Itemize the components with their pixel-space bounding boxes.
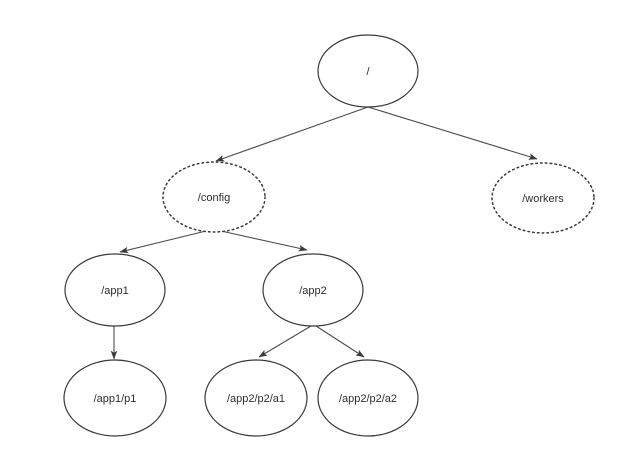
node-root: /	[317, 34, 419, 108]
node-app2-p2-a1-ellipse	[204, 359, 308, 437]
node-app2-p2-a1-label: /app2/p2/a1	[227, 393, 285, 405]
node-app2-p2-a2-ellipse	[317, 359, 419, 437]
edge-config-to-app1	[119, 230, 207, 254]
node-config-label: /config	[198, 192, 230, 204]
node-root-label: /	[366, 66, 370, 78]
node-root-ellipse	[317, 34, 419, 108]
node-app1-label: /app1	[101, 285, 129, 297]
node-app1: /app1	[64, 253, 166, 327]
node-app2-ellipse	[262, 253, 364, 327]
node-app2-p2-a2-label: /app2/p2/a2	[339, 393, 397, 405]
node-workers-label: /workers	[522, 193, 564, 205]
node-config: /config	[162, 161, 266, 233]
node-app2-p2-a2: /app2/p2/a2	[317, 359, 419, 437]
edge-root-to-workers	[367, 106, 538, 160]
node-app2: /app2	[262, 253, 364, 327]
node-config-ellipse	[162, 161, 266, 233]
edge-app2-to-app2-p2-a2	[315, 325, 365, 358]
node-app1-p1-label: /app1/p1	[94, 393, 137, 405]
node-app1-ellipse	[64, 253, 166, 327]
node-app2-label: /app2	[299, 285, 327, 297]
edge-root-to-config	[215, 106, 369, 162]
node-workers-ellipse	[491, 162, 595, 234]
edge-config-to-app2	[220, 230, 308, 252]
node-app1-p1-ellipse	[63, 359, 167, 437]
edges-layer	[110, 106, 538, 360]
node-workers: /workers	[491, 162, 595, 234]
edge-app2-to-app2-p2-a1	[258, 325, 312, 358]
node-app1-p1: /app1/p1	[63, 359, 167, 437]
node-app2-p2-a1: /app2/p2/a1	[204, 359, 308, 437]
nodes-layer: / /config/workers/app1/app2/app1/p1/app2/…	[63, 34, 595, 437]
